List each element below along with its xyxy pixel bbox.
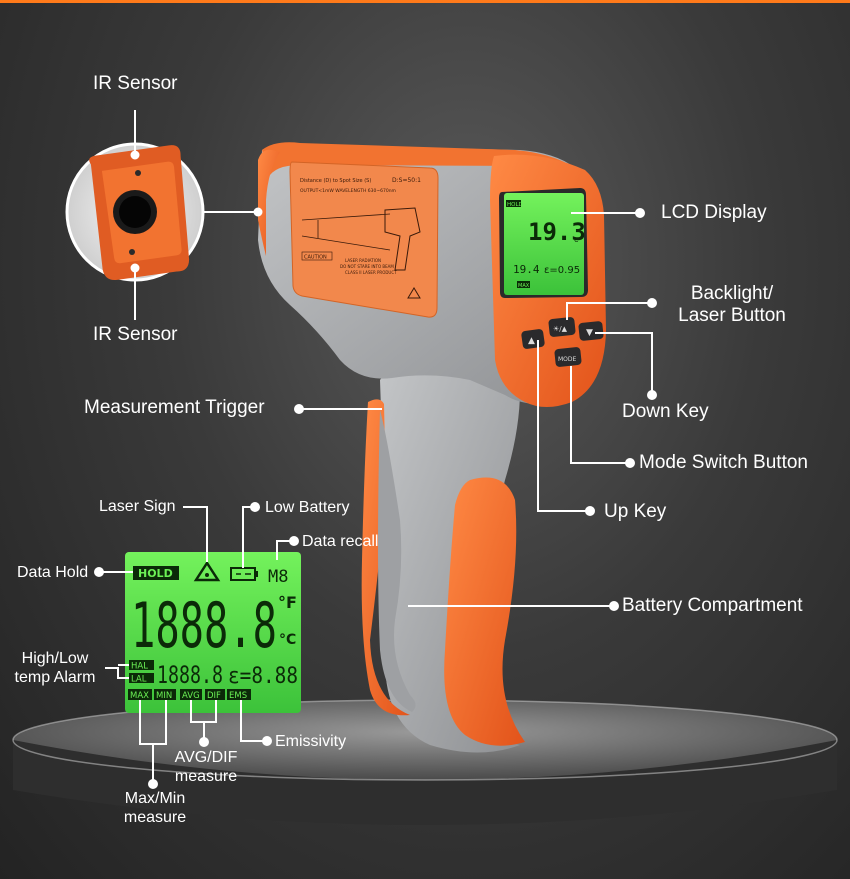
big-lcd-badge-avg: AVG xyxy=(182,691,200,701)
label-max-min-line1: Max/Min xyxy=(124,790,186,807)
top-accent-bar xyxy=(0,0,850,3)
device-lcd-hold: HOLD xyxy=(507,202,523,208)
label-backlight-line1: Backlight/ xyxy=(690,283,774,304)
label-avg-dif-line1: AVG/DIF xyxy=(174,749,238,766)
label-avg-dif: AVG/DIF measure xyxy=(163,748,249,786)
sticker-warn-1: LASER RADIATION xyxy=(345,258,381,263)
label-measurement-trigger: Measurement Trigger xyxy=(84,397,265,418)
device-lcd-emissivity: ε=0.95 xyxy=(544,265,580,276)
big-lcd-main: 1888.8 xyxy=(131,589,277,662)
backlight-glyph: ☀/▲ xyxy=(553,325,568,333)
sticker-text-1: Distance (D) to Spot Size (S) xyxy=(300,178,371,184)
label-down-key: Down Key xyxy=(622,401,709,422)
big-lcd-sub: 1888.8 xyxy=(157,661,223,689)
up-key-glyph: ▲ xyxy=(528,336,535,346)
ir-sensor-inset xyxy=(65,142,205,282)
warning-triangle-icon xyxy=(407,287,421,299)
label-laser-sign: Laser Sign xyxy=(99,498,176,515)
callout-lines xyxy=(94,110,657,789)
backlight-button[interactable] xyxy=(548,317,576,338)
device-lcd-max: MAX xyxy=(518,283,530,289)
label-high-low-line2: temp Alarm xyxy=(14,669,96,686)
device-lcd-main: 19.3 xyxy=(528,218,586,246)
laser-sticker: Distance (D) to Spot Size (S) D:S=50:1 O… xyxy=(289,161,439,318)
big-lcd-alarm-h: HAL xyxy=(131,662,148,672)
label-up-key: Up Key xyxy=(604,501,667,522)
big-lcd-recall: M8 xyxy=(268,567,288,587)
big-lcd-hold: HOLD xyxy=(138,567,173,580)
label-mode-switch: Mode Switch Button xyxy=(639,452,808,473)
label-lcd-display: LCD Display xyxy=(661,202,767,223)
big-lcd-badge-ems: EMS xyxy=(229,691,247,701)
laser-sign-icon xyxy=(193,560,221,582)
label-emissivity: Emissivity xyxy=(275,733,347,750)
label-low-battery: Low Battery xyxy=(265,499,350,516)
sticker-ratio: D:S=50:1 xyxy=(392,177,421,184)
device-lcd-sub: 19.4 xyxy=(513,263,540,276)
mode-glyph: MODE xyxy=(558,356,577,363)
sticker-text-2: OUTPUT<1mW WAVELENGTH 630~670nm xyxy=(300,188,396,194)
device-lcd: HOLD 19.3 c 19.4 ε=0.95 MAX xyxy=(499,188,588,298)
label-ir-sensor-bottom: IR Sensor xyxy=(93,324,178,345)
label-high-low-alarm: High/Low temp Alarm xyxy=(5,649,105,687)
sticker-warn-3: CLASS II LASER PRODUCT xyxy=(345,270,397,275)
big-lcd-badge-min: MIN xyxy=(156,691,172,701)
label-avg-dif-line2: measure xyxy=(174,768,238,785)
big-lcd-unit-f: °F xyxy=(278,593,297,612)
label-battery-compartment: Battery Compartment xyxy=(622,595,803,616)
thermometer-device: Distance (D) to Spot Size (S) D:S=50:1 O… xyxy=(258,142,606,753)
label-high-low-line1: High/Low xyxy=(21,650,89,667)
label-backlight: Backlight/ Laser Button xyxy=(664,283,800,327)
lcd-legend-display: HOLD M8 1888.8 °F °C HAL LAL 1888.8 ε=8.… xyxy=(125,552,301,713)
sticker-caution: CAUTION xyxy=(304,255,327,261)
big-lcd-badge-max: MAX xyxy=(130,691,149,701)
down-key-button[interactable] xyxy=(578,321,604,341)
label-max-min-line2: measure xyxy=(123,809,187,826)
down-key-glyph: ▼ xyxy=(586,328,593,338)
label-max-min: Max/Min measure xyxy=(110,789,200,827)
label-data-hold: Data Hold xyxy=(17,564,89,581)
label-data-recall: Data recall xyxy=(302,533,379,550)
big-lcd-badge-dif: DIF xyxy=(207,691,221,701)
label-ir-sensor-top: IR Sensor xyxy=(93,73,178,94)
device-lcd-unit: c xyxy=(574,235,578,244)
sticker-warn-2: DO NOT STARE INTO BEAM xyxy=(340,264,394,269)
label-backlight-line2: Laser Button xyxy=(678,305,786,326)
mode-button[interactable] xyxy=(554,347,582,368)
big-lcd-alarm-l: LAL xyxy=(131,675,147,685)
big-lcd-emissivity: ε=8.88 xyxy=(228,664,298,689)
big-lcd-unit-c: °C xyxy=(279,632,296,648)
